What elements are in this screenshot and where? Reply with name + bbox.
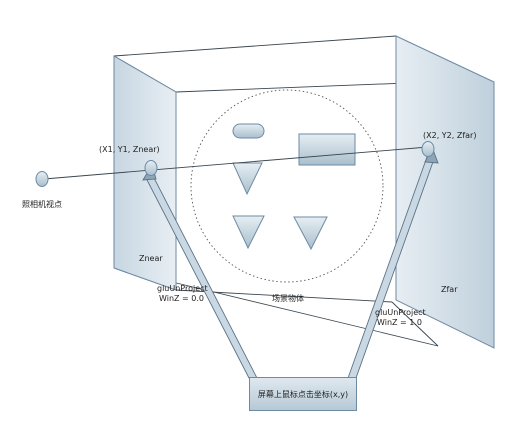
scene-objects (232, 123, 356, 251)
scene-triangle-2 (232, 215, 265, 250)
screen-click-label: 屏幕上鼠标点击坐标(x,y) (257, 389, 349, 399)
camera-viewpoint-icon (35, 171, 49, 187)
near-point-label: (X1, Y1, Znear) (99, 145, 160, 154)
near-plane-label: Znear (139, 254, 163, 263)
scene-objects-label: 场景物体 (272, 294, 304, 303)
far-point-label: (X2, Y2, Zfar) (423, 131, 477, 140)
near-point-marker (144, 160, 158, 176)
near-plane-panel (113, 55, 177, 291)
scene-triangle-3 (293, 216, 328, 251)
scene-capsule (232, 123, 265, 139)
far-unproject-func-label: gluUnProject (375, 308, 426, 317)
view-ray (43, 146, 429, 180)
camera-viewpoint-label: 照相机视点 (22, 200, 62, 209)
scene-rectangle (298, 133, 356, 166)
far-plane-panel (395, 35, 495, 349)
far-unproject-winz-label: WinZ = 1.0 (377, 318, 423, 327)
near-unproject-winz-label: WinZ = 0.0 (159, 294, 205, 303)
far-point-marker (421, 141, 435, 157)
screen-click-box: 屏幕上鼠标点击坐标(x,y) (249, 377, 357, 411)
scene-triangle-1 (232, 162, 263, 196)
near-unproject-func-label: gluUnProject (157, 284, 208, 293)
far-plane-label: Zfar (441, 285, 458, 294)
scene-boundary-circle (190, 89, 384, 283)
